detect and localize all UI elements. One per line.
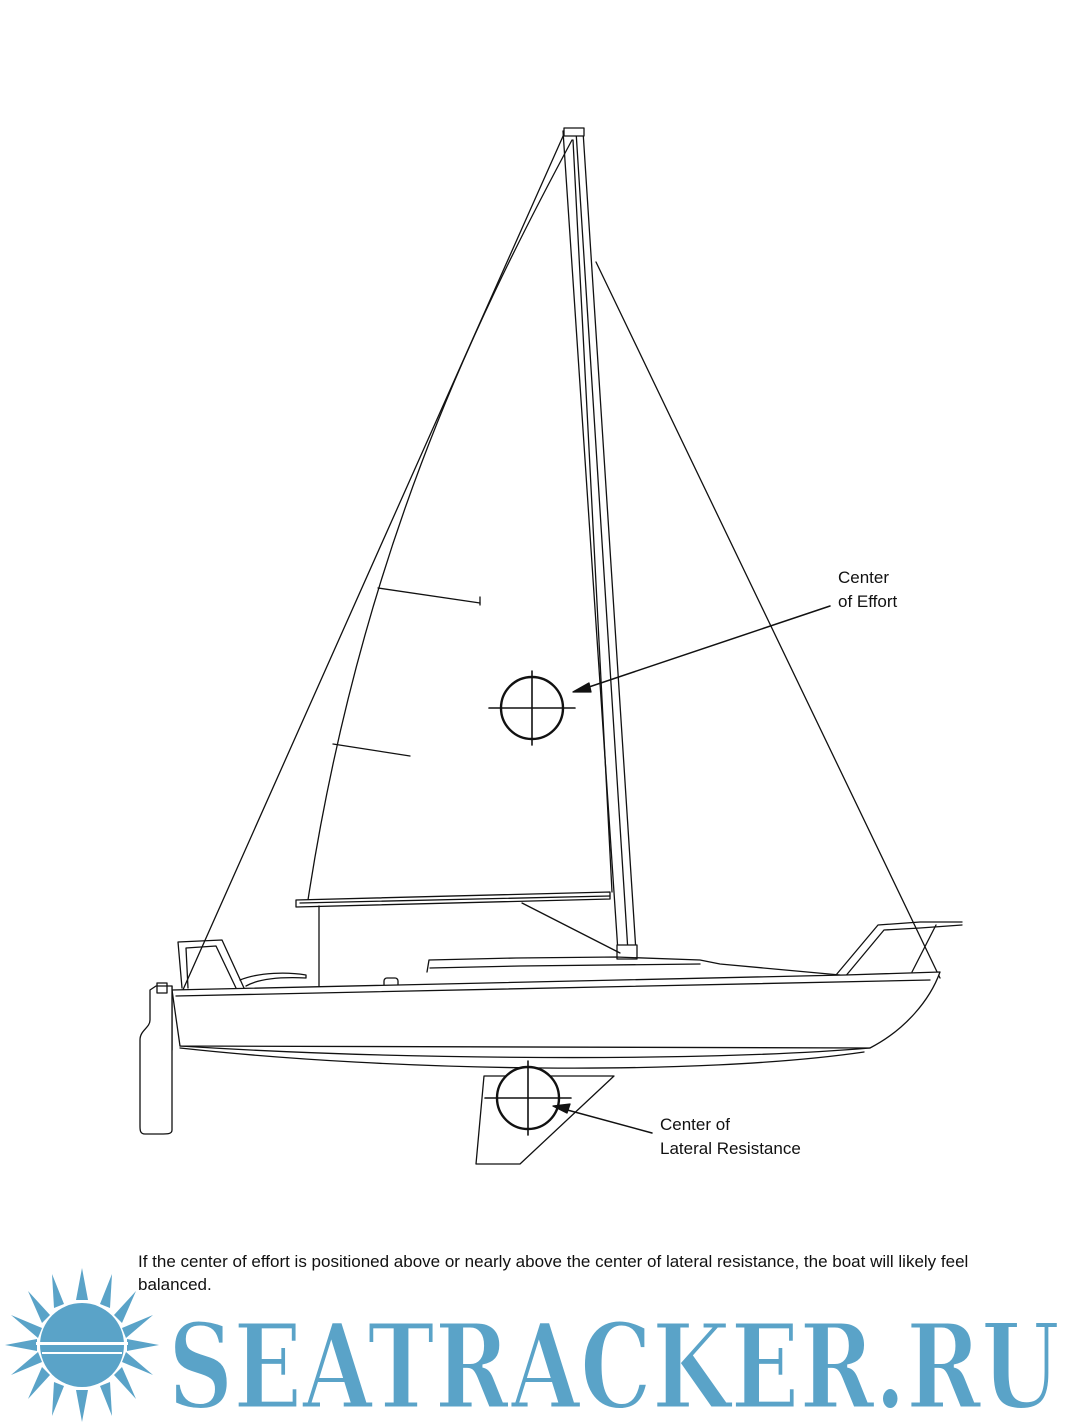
batten-upper — [377, 587, 481, 604]
mainsail-luff — [572, 139, 613, 893]
boom — [295, 891, 611, 908]
stern-pulpit — [177, 939, 307, 989]
clr-label-line1: Center of — [660, 1115, 730, 1134]
center-of-effort-marker — [488, 670, 576, 746]
center-of-effort-label-line1: Center — [838, 568, 889, 587]
backstay — [595, 261, 941, 979]
center-of-effort-arrow — [572, 605, 831, 693]
bow-pulpit — [835, 921, 963, 979]
center-of-effort-label-line2: of Effort — [838, 592, 897, 611]
boom-vang — [521, 902, 621, 954]
center-of-lateral-resistance-label: Center of Lateral Resistance — [660, 1115, 801, 1158]
watermark: SEATRACKER.RU — [5, 1268, 1062, 1425]
mainsail-leech — [307, 139, 573, 901]
center-of-lateral-resistance-marker — [484, 1060, 572, 1136]
center-of-lateral-resistance-arrow — [552, 1103, 653, 1134]
hull — [171, 971, 941, 1069]
clr-label-line2: Lateral Resistance — [660, 1139, 801, 1158]
sun-logo-icon — [5, 1268, 159, 1422]
rudder — [139, 982, 173, 1135]
figure-caption: If the center of effort is positioned ab… — [138, 1252, 969, 1294]
watermark-text: SEATRACKER.RU — [168, 1297, 1060, 1425]
batten-lower — [332, 743, 411, 757]
center-of-effort-label: Center of Effort — [838, 568, 897, 611]
mast — [562, 127, 638, 960]
forestay — [181, 133, 565, 993]
